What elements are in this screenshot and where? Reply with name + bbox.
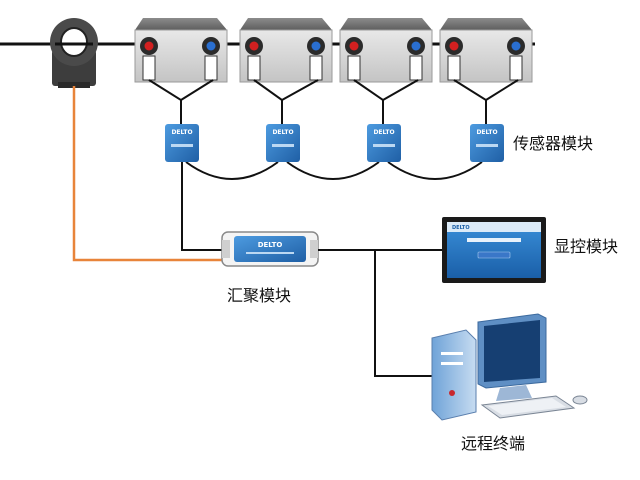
ct-signal-wire (72, 86, 228, 262)
sensor-brand: DELTO (171, 129, 192, 136)
display-icon: DELTO (442, 217, 546, 283)
battery-icon (439, 18, 533, 83)
aggregator-icon: DELTO (221, 231, 319, 267)
sensor-aggregator-wire (181, 162, 228, 251)
aggregator-terminal-wire (374, 250, 432, 377)
sensor-module-label: 传感器模块 (513, 134, 593, 153)
battery-icon (134, 18, 228, 83)
sensor-icon: DELTO (165, 124, 199, 162)
battery-icon (339, 18, 433, 83)
computer-icon (431, 313, 588, 421)
battery-sensor-wires (148, 79, 519, 124)
sensor-daisy-chain (185, 161, 483, 180)
remote-terminal-label: 远程终端 (461, 434, 525, 453)
display-control-module-label: 显控模块 (554, 237, 618, 256)
sensor-icon: DELTO (470, 124, 504, 162)
sensor-brand: DELTO (476, 129, 497, 136)
sensor-icon: DELTO (266, 124, 300, 162)
display-brand: DELTO (452, 225, 470, 231)
aggregation-module-label: 汇聚模块 (227, 286, 291, 305)
aggregator-brand: DELTO (258, 241, 283, 249)
sensor-brand: DELTO (373, 129, 394, 136)
battery-icon (239, 18, 333, 83)
sensor-brand: DELTO (272, 129, 293, 136)
current-transformer-icon (50, 18, 98, 88)
sensor-icon: DELTO (367, 124, 401, 162)
